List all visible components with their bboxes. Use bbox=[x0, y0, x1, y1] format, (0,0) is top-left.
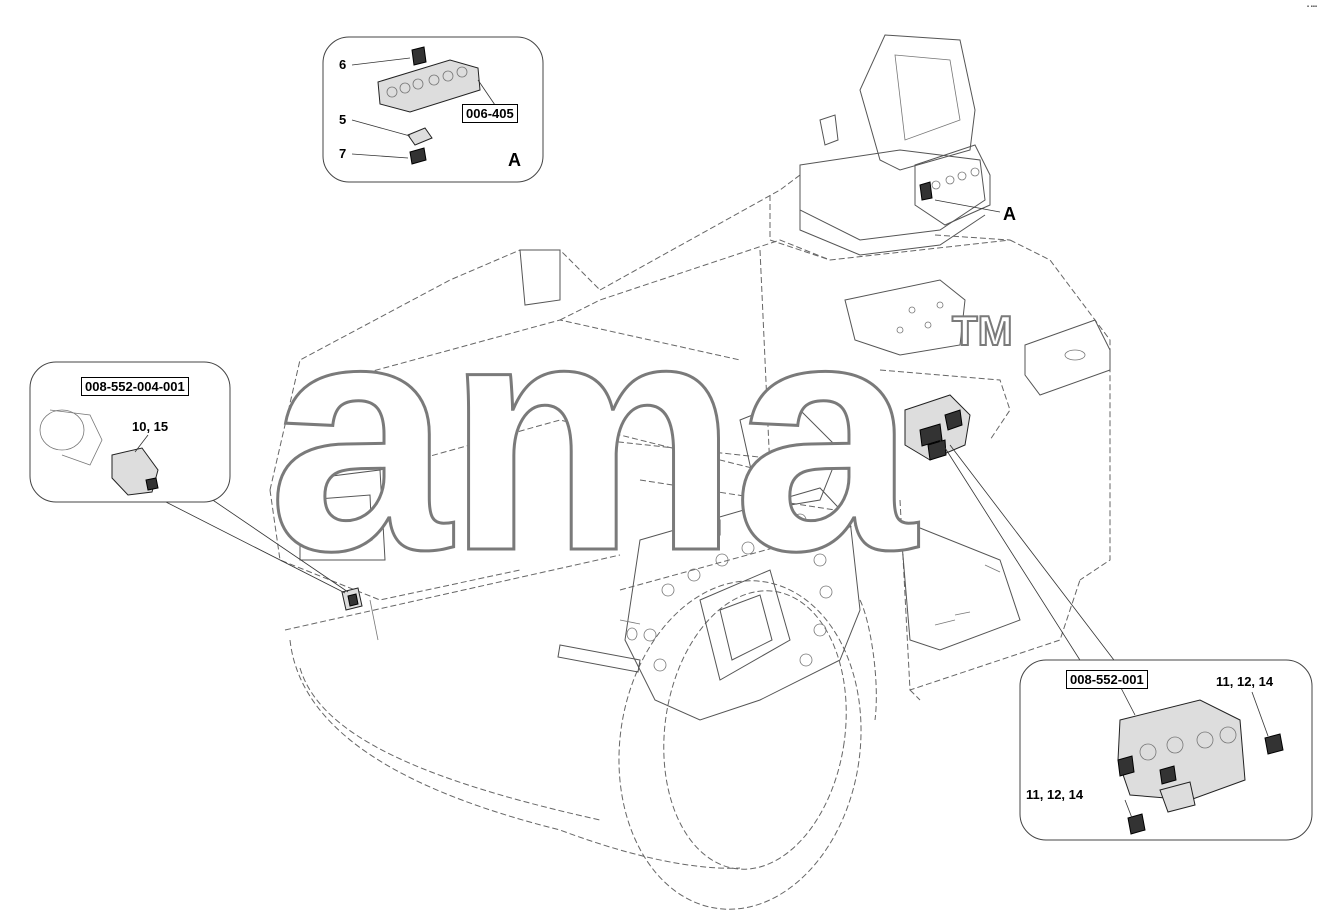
callout-ref-006-405: 006-405 bbox=[462, 104, 518, 123]
drum bbox=[284, 519, 877, 910]
valve-assembly bbox=[904, 394, 971, 461]
inset-right bbox=[1019, 659, 1313, 841]
callout-ref-008-552-001: 008-552-001 bbox=[1066, 670, 1148, 689]
callout-item-7: 7 bbox=[339, 146, 347, 161]
corner-mark: ▪ ▪▪▪ bbox=[1306, 4, 1317, 10]
inset-view-label: A bbox=[508, 150, 521, 170]
watermark-tm: TM bbox=[951, 307, 1014, 354]
callout-ref-008-552-004-001: 008-552-004-001 bbox=[81, 377, 189, 396]
machine-frame bbox=[269, 174, 1111, 701]
drum-flange bbox=[624, 487, 861, 721]
callout-item-5: 5 bbox=[339, 112, 347, 127]
callout-item-6: 6 bbox=[339, 57, 347, 72]
callout-items-11-12-14-b: 11, 12, 14 bbox=[1026, 787, 1084, 802]
leader-lines bbox=[161, 199, 1121, 669]
callout-items-10-15: 10, 15 bbox=[132, 419, 169, 434]
watermark-logo: ama bbox=[266, 250, 917, 619]
operator-seat bbox=[799, 34, 1011, 256]
main-view-label: A bbox=[1003, 204, 1016, 224]
inset-view-a bbox=[322, 36, 544, 183]
drum-connector bbox=[341, 587, 363, 611]
inset-left bbox=[29, 361, 231, 503]
callout-items-11-12-14-a: 11, 12, 14 bbox=[1216, 674, 1274, 689]
